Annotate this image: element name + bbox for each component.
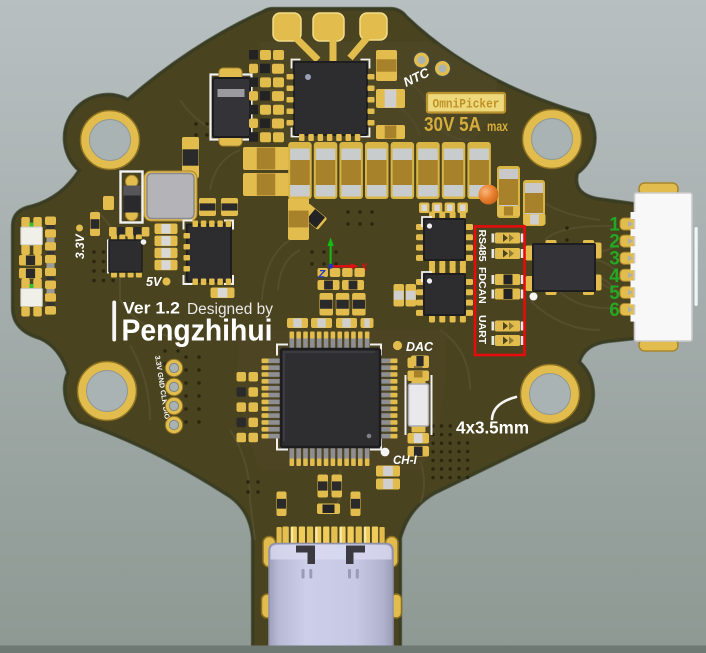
svg-text:CH-I: CH-I — [393, 455, 417, 467]
svg-text:FDCAN: FDCAN — [476, 267, 488, 304]
svg-text:X: X — [360, 263, 369, 274]
svg-text:6: 6 — [609, 300, 620, 321]
svg-text:Z: Z — [318, 269, 327, 281]
svg-text:4: 4 — [609, 266, 620, 287]
svg-text:3.3V: 3.3V — [73, 233, 87, 259]
svg-text:1: 1 — [609, 215, 620, 236]
svg-text:Ver 1.2: Ver 1.2 — [123, 300, 180, 318]
svg-text:RS485: RS485 — [476, 230, 488, 262]
svg-text:max: max — [487, 119, 508, 134]
svg-text:Designed by: Designed by — [187, 301, 273, 318]
svg-text:5: 5 — [609, 283, 620, 304]
svg-text:Pengzhihui: Pengzhihui — [122, 314, 273, 348]
svg-text:30V 5A: 30V 5A — [424, 114, 481, 136]
svg-text:3: 3 — [609, 249, 620, 270]
svg-text:UART: UART — [476, 315, 488, 345]
svg-text:DAC: DAC — [406, 340, 434, 354]
svg-text:2: 2 — [609, 232, 620, 253]
svg-text:5V: 5V — [146, 275, 163, 289]
svg-text:OmniPicker: OmniPicker — [433, 98, 500, 112]
svg-text:4x3.5mm: 4x3.5mm — [456, 418, 529, 438]
